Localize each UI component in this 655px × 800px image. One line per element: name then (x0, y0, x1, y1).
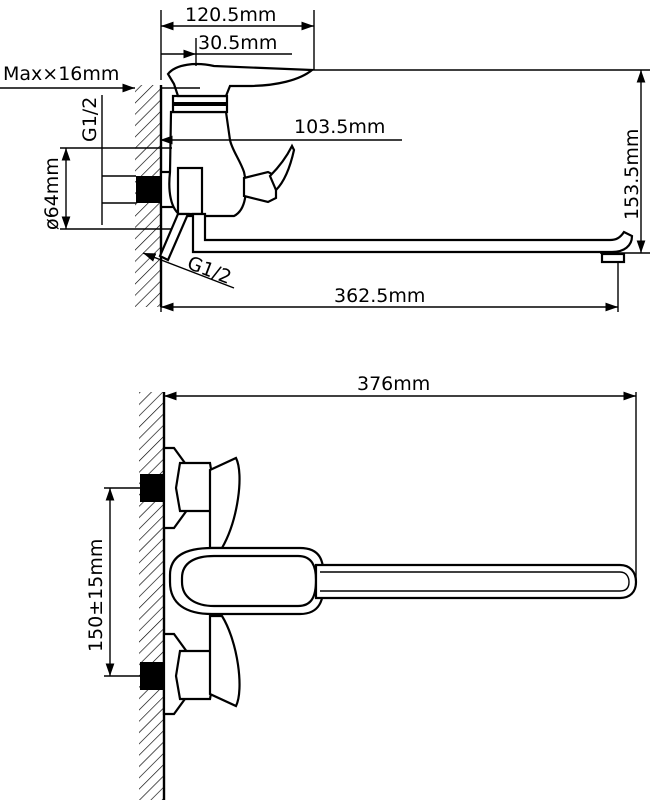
long-spout-plan (314, 563, 638, 600)
thread-label-bottom: G1/2 (184, 252, 234, 289)
dim-flange-diameter: ø64mm (41, 157, 63, 230)
dim-spout-reach: 362.5mm (334, 285, 425, 307)
dim-diverter-offset: 103.5mm (294, 116, 385, 138)
diverter-knob (242, 170, 278, 204)
dim-max-wall: Max×16mm (3, 63, 119, 85)
dim-handle-offset: 30.5mm (198, 32, 277, 54)
wall-hatch-bottom (139, 392, 164, 800)
connector-upper (208, 456, 241, 550)
union-nut-upper (174, 461, 216, 513)
lever-handle-plan (180, 554, 318, 608)
dim-centers: 150±15mm (85, 539, 107, 652)
lever-handle-side (166, 63, 315, 98)
shower-outlet (158, 212, 190, 262)
plan-view: 376mm 150±15mm (85, 373, 638, 800)
inlet-pipe-top (136, 176, 161, 203)
side-view: 120.5mm 30.5mm Max×16mm G1/2 103.5mm 153… (0, 4, 650, 312)
cartridge-ring (173, 102, 227, 106)
dim-handle-width: 120.5mm (185, 4, 276, 26)
thread-label-top: G1/2 (79, 97, 101, 142)
dim-height: 153.5mm (621, 129, 643, 220)
dim-total-length: 376mm (357, 373, 430, 395)
union-nut-side (176, 166, 204, 216)
union-nut-lower (174, 649, 216, 701)
long-spout-side (191, 212, 634, 254)
inlet-lower (140, 662, 164, 690)
aerator-side (600, 252, 626, 264)
diverter-lever (268, 143, 296, 192)
inlet-upper (140, 474, 164, 502)
connector-lower (208, 614, 241, 708)
